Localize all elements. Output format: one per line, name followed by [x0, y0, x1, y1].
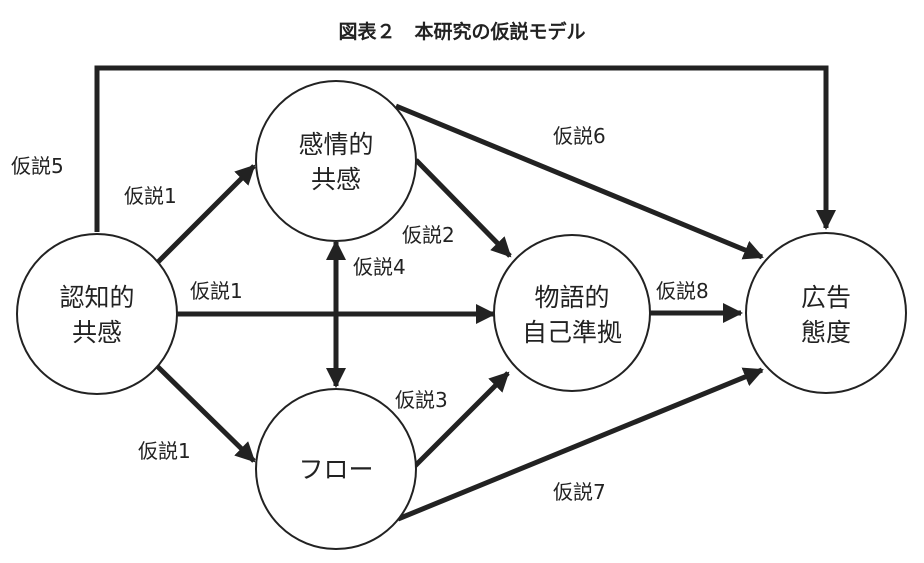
- label-h1-flow: 仮説1: [138, 439, 191, 463]
- node-ad-attitude-label-2: 態度: [801, 318, 851, 347]
- edge-h3-flow-to-narrative: [412, 371, 510, 469]
- edge-h2-affective-to-narrative: [414, 158, 512, 258]
- node-narrative-label-1: 物語的: [534, 283, 609, 312]
- edge-h7-flow-to-attitude: [397, 367, 764, 522]
- node-flow-label: フロー: [298, 455, 373, 484]
- edge-h1-cognitive-to-flow: [155, 364, 256, 463]
- label-h8: 仮説8: [656, 279, 709, 303]
- label-h6: 仮説6: [553, 124, 606, 148]
- node-affective-empathy: 感情的 共感: [255, 80, 417, 242]
- node-cognitive-empathy: 認知的 共感: [16, 233, 178, 395]
- edge-h1-cognitive-to-affective: [155, 164, 256, 265]
- label-h7: 仮説7: [553, 480, 606, 504]
- label-h3: 仮説3: [395, 388, 448, 412]
- node-affective-empathy-label-1: 感情的: [298, 130, 373, 159]
- label-h1-affective: 仮説1: [124, 184, 177, 208]
- node-narrative-label-2: 自己準拠: [522, 318, 622, 347]
- node-ad-attitude: 広告 態度: [745, 232, 907, 394]
- label-h1-narrative: 仮説1: [190, 279, 243, 303]
- label-h2: 仮説2: [402, 223, 455, 247]
- edge-h5-cognitive-to-attitude: [94, 65, 836, 232]
- label-h4: 仮説4: [353, 255, 406, 279]
- node-affective-empathy-label-2: 共感: [311, 165, 361, 194]
- figure-title: 図表２ 本研究の仮説モデル: [338, 20, 585, 43]
- node-narrative-self-referencing: 物語的 自己準拠: [493, 234, 651, 392]
- node-flow: フロー: [255, 388, 417, 550]
- edge-h6-affective-to-attitude: [395, 103, 764, 260]
- node-cognitive-empathy-label-2: 共感: [72, 318, 122, 347]
- node-ad-attitude-label-1: 広告: [801, 283, 851, 312]
- node-cognitive-empathy-label-1: 認知的: [59, 283, 134, 312]
- label-h5: 仮説5: [11, 154, 64, 178]
